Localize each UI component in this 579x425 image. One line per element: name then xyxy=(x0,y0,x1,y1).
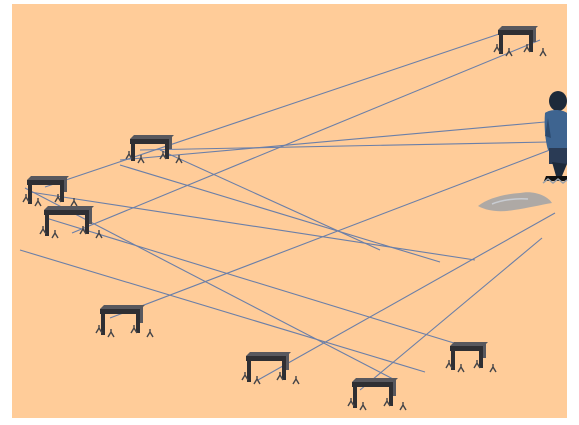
batter-board-icon xyxy=(95,305,154,338)
string-line-icon xyxy=(359,237,543,391)
batter-board-icon xyxy=(493,26,547,57)
batter-board-icon xyxy=(39,206,103,239)
string-line-icon xyxy=(109,147,556,319)
batter-board-icon xyxy=(347,378,407,411)
string-lines xyxy=(19,31,556,391)
string-line-icon xyxy=(29,191,476,261)
string-line-icon xyxy=(44,31,506,188)
string-line-icon xyxy=(19,249,426,373)
string-line-icon xyxy=(119,164,441,263)
batter-board-icon xyxy=(125,135,183,164)
batter-board-icon xyxy=(22,176,78,207)
string-line-icon xyxy=(71,39,541,234)
ground-shadow-icon xyxy=(478,192,552,212)
string-line-icon xyxy=(119,121,546,161)
string-line-icon xyxy=(159,149,381,251)
batter-board-icon xyxy=(445,342,497,373)
string-line-icon xyxy=(257,212,556,381)
string-line-icon xyxy=(45,217,468,348)
batter-board-icon xyxy=(241,352,300,385)
string-line-icon xyxy=(139,141,549,151)
batter-boards xyxy=(22,26,547,411)
worker-icon xyxy=(542,90,568,190)
